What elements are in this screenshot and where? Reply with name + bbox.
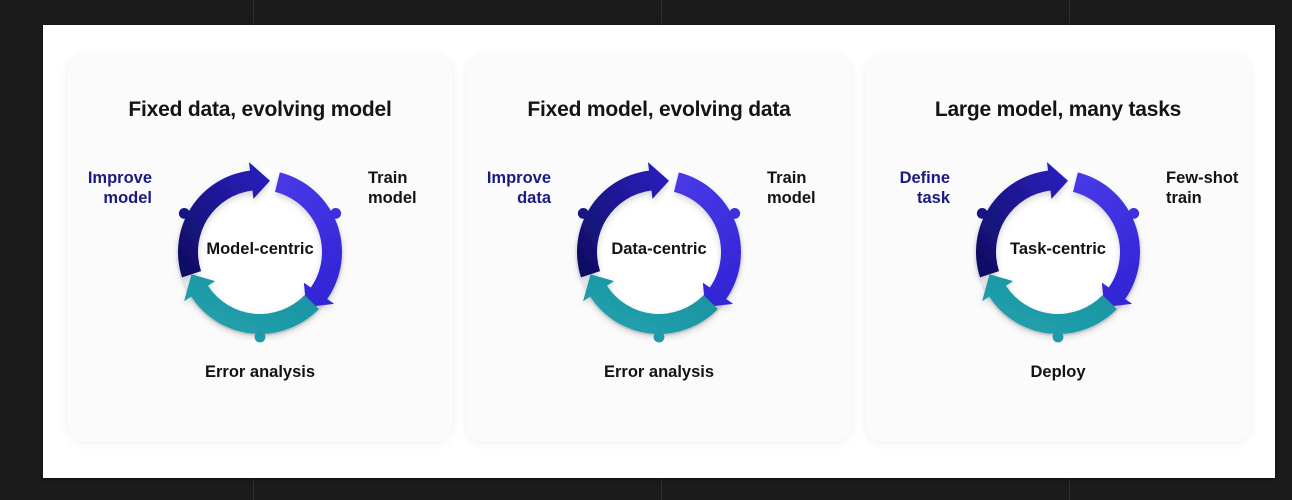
cycle-diagram: Improve data Train model Error analysis …	[466, 134, 852, 384]
cycle-arrow-improve	[178, 162, 271, 278]
panel-title: Large model, many tasks	[934, 98, 1182, 121]
cycle-center-label: Task-centric	[1010, 240, 1106, 258]
cycle-node-left: Improve data	[486, 169, 551, 208]
cycle-ring-hole	[202, 194, 318, 310]
cycle-dot-left	[976, 208, 988, 219]
cycle-ring	[559, 152, 759, 352]
cycle-ring-hole	[601, 194, 717, 310]
cycle-arrow-improve	[976, 162, 1069, 278]
cycle-diagram: Improve model Train model Error analysis…	[67, 134, 453, 384]
cycle-arrow-error	[583, 274, 718, 334]
cycle-node-left: Define task	[899, 169, 950, 208]
cycle-dot-right	[1128, 208, 1140, 219]
cycle-dot-bottom	[653, 331, 665, 343]
cycle-dot-bottom	[1052, 331, 1064, 343]
cycle-dot-left	[577, 208, 589, 219]
cycle-dot-right	[729, 208, 741, 219]
cycle-arrow-error	[982, 274, 1117, 334]
cycle-ring	[160, 152, 360, 352]
cycle-center-label: Model-centric	[206, 240, 314, 258]
cycle-arrow-error	[184, 274, 319, 334]
panel-card-data-centric[interactable]: Fixed model, evolving data	[466, 54, 852, 442]
cycle-node-bottom: Deploy	[1030, 363, 1086, 381]
panel-title: Fixed data, evolving model	[128, 98, 392, 121]
cycle-node-left: Improve model	[87, 169, 152, 208]
slide-surface: Fixed data, evolving model	[43, 25, 1275, 478]
cycle-center-label: Data-centric	[611, 240, 707, 258]
cycle-dot-left	[178, 208, 190, 219]
panel-title: Fixed model, evolving data	[527, 98, 791, 121]
cycle-arrow-train	[673, 172, 741, 308]
cycle-node-bottom: Error analysis	[603, 363, 715, 381]
cycle-arrow-improve	[577, 162, 670, 278]
cycle-arrow-train	[274, 172, 342, 308]
cycle-ring-hole	[1000, 194, 1116, 310]
cycle-arrow-train	[1072, 172, 1140, 308]
cycle-dot-right	[330, 208, 342, 219]
cycle-node-right: Train model	[767, 169, 816, 208]
cycle-dot-bottom	[254, 331, 266, 343]
panel-row: Fixed data, evolving model	[67, 54, 1251, 442]
cycle-node-right: Train model	[368, 169, 417, 208]
cycle-node-bottom: Error analysis	[204, 363, 316, 381]
cycle-ring	[958, 152, 1158, 352]
cycle-diagram: Define task Few-shot train Deploy Task-c…	[865, 134, 1251, 384]
cycle-node-right: Few-shot train	[1166, 169, 1239, 208]
panel-card-task-centric[interactable]: Large model, many tasks	[865, 54, 1251, 442]
panel-card-model-centric[interactable]: Fixed data, evolving model	[67, 54, 453, 442]
